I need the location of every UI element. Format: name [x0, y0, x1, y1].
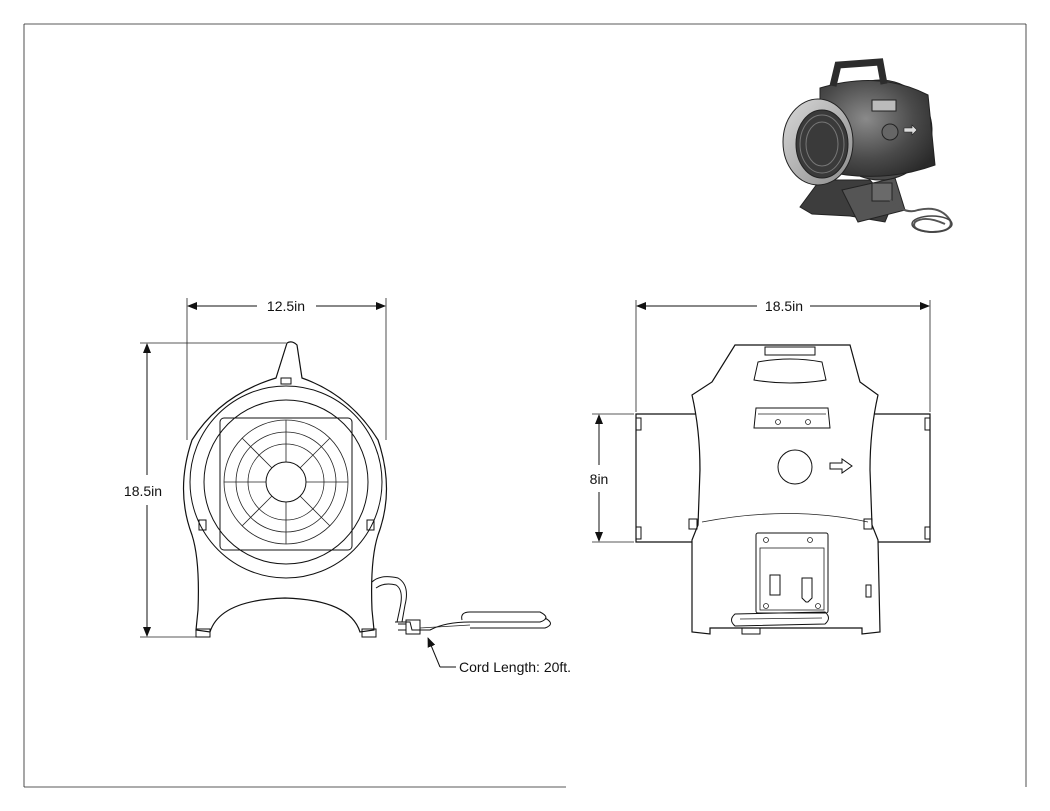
cord-length-label: Cord Length: 20ft.	[459, 659, 571, 675]
dim-side-width: 18.5in	[635, 298, 931, 412]
front-width-label: 12.5in	[267, 298, 305, 314]
dim-front-width: 12.5in	[186, 298, 387, 440]
dim-front-height: 18.5in	[124, 342, 286, 638]
side-view	[635, 344, 931, 635]
side-width-label: 18.5in	[765, 298, 803, 314]
sheet-border	[23, 23, 1027, 788]
front-view	[182, 341, 551, 638]
cord-length-leader: Cord Length: 20ft.	[427, 637, 571, 675]
side-height-label: 8in	[590, 471, 609, 487]
isometric-fan-render	[782, 58, 953, 234]
front-height-label: 18.5in	[124, 483, 162, 499]
dim-side-height: 8in	[590, 413, 634, 543]
